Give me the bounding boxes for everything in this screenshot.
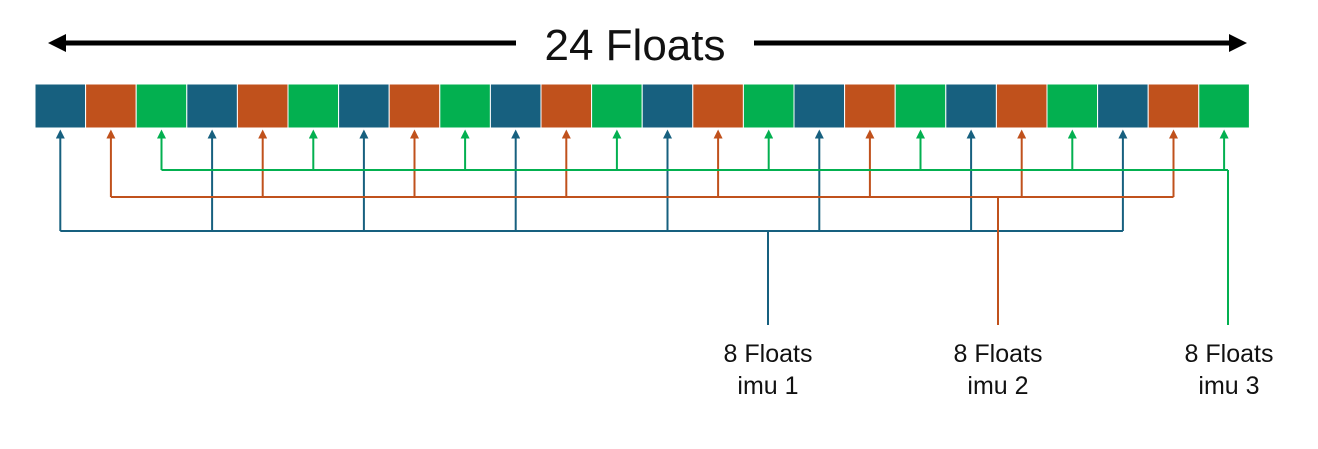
label-imu-3-count: 8 Floats [1184, 340, 1274, 368]
float-cell-imu3 [1046, 83, 1099, 129]
float-cell-imu3 [287, 83, 340, 129]
float-cell-imu2 [844, 83, 896, 129]
float-cell-imu1 [186, 83, 238, 129]
label-imu-1-name: imu 1 [737, 372, 799, 400]
float-cell-imu2 [388, 83, 441, 129]
label-imu-3-name: imu 3 [1198, 372, 1260, 400]
label-imu-3: 8 Floats imu 3 [1154, 338, 1304, 402]
float-cell-imu1 [793, 83, 846, 129]
float-cell-imu3 [135, 83, 188, 129]
float-cell-imu1 [641, 83, 694, 129]
float-cell-imu3 [894, 83, 947, 129]
float-cell-imu3 [591, 83, 643, 129]
float-cell-imu3 [439, 83, 491, 129]
label-imu-1-count: 8 Floats [723, 340, 813, 368]
float-cell-imu1 [489, 83, 542, 129]
float-cell-imu1 [338, 83, 390, 129]
label-imu-1: 8 Floats imu 1 [693, 338, 843, 402]
label-imu-2-count: 8 Floats [953, 340, 1043, 368]
float-cell-imu2 [1147, 83, 1200, 129]
label-imu-2: 8 Floats imu 2 [923, 338, 1073, 402]
float-cell-imu2 [540, 83, 593, 129]
diagram-title: 24 Floats [516, 16, 754, 76]
float-cell-imu3 [742, 83, 795, 129]
float-cell-imu1 [945, 83, 997, 129]
float-cell-imu2 [692, 83, 744, 129]
float-cell-imu1 [34, 83, 87, 129]
label-imu-2-name: imu 2 [967, 372, 1029, 400]
float-cell-imu1 [1097, 83, 1149, 129]
float-cell-imu2 [995, 83, 1048, 129]
float-cell-imu3 [1198, 83, 1250, 129]
float-cell-imu2 [85, 83, 137, 129]
float-cell-imu2 [236, 83, 289, 129]
